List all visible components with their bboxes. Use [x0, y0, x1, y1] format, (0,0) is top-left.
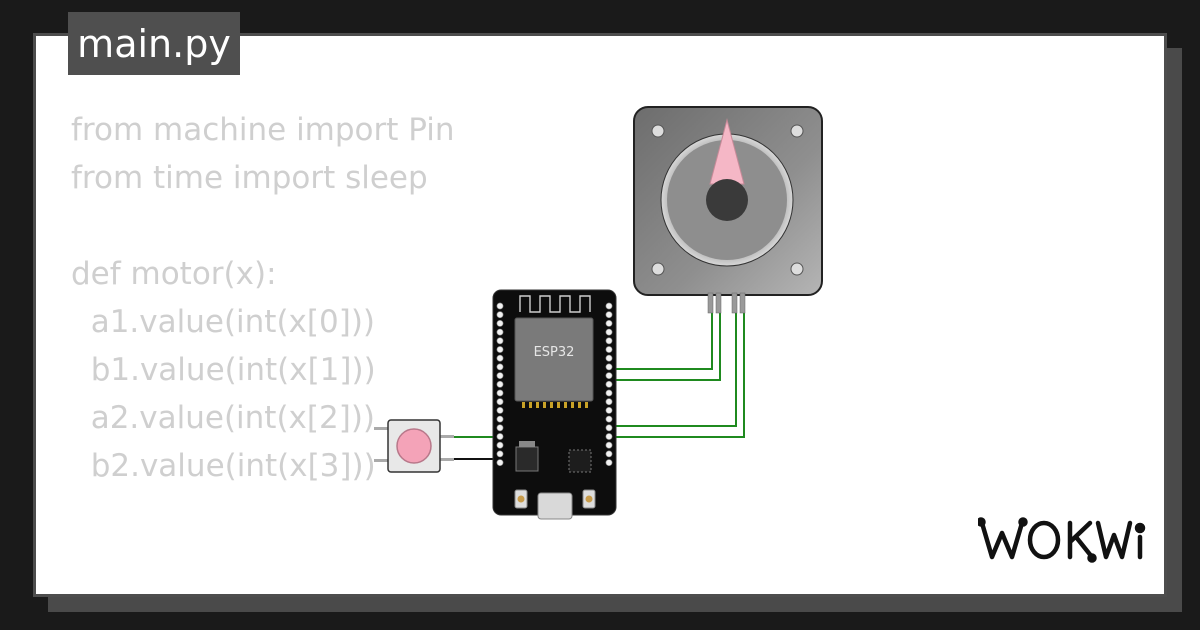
header-pin[interactable] [496, 433, 504, 440]
header-pin[interactable] [605, 337, 613, 345]
motor-shaft [706, 179, 748, 221]
header-pin[interactable] [496, 450, 504, 458]
header-pin[interactable] [496, 406, 504, 414]
file-tab-label: main.py [77, 21, 231, 66]
module-pins [522, 402, 588, 408]
header-pin[interactable] [496, 354, 504, 362]
push-button[interactable] [374, 419, 454, 473]
header-pin[interactable] [605, 424, 613, 432]
header-pin[interactable] [605, 450, 613, 458]
header-pin[interactable] [605, 354, 613, 362]
header-pin[interactable] [605, 415, 613, 423]
project-preview-card: from machine import Pin from time import… [33, 33, 1167, 597]
code-line[interactable]: from machine import Pin [71, 112, 455, 148]
header-pin[interactable] [605, 389, 613, 397]
code-line[interactable]: a1=Pin(19,Pin.OUT) [71, 586, 455, 594]
chip-label: ESP32 [534, 345, 575, 360]
header-pin[interactable] [605, 311, 613, 319]
header-pin[interactable] [496, 337, 504, 345]
header-pin[interactable] [496, 372, 504, 379]
wires[interactable] [450, 296, 745, 460]
left-pin-header[interactable] [496, 302, 504, 466]
header-pin[interactable] [496, 346, 504, 353]
header-pin[interactable] [605, 302, 613, 310]
header-pin[interactable] [496, 328, 504, 336]
wire-a2 [610, 296, 737, 427]
wire-b1 [610, 296, 721, 381]
code-line[interactable]: b1.value(int(x[1])) [71, 352, 376, 388]
code-line[interactable]: b2.value(int(x[3])) [71, 448, 376, 484]
header-pin[interactable] [605, 328, 613, 336]
file-tab[interactable]: main.py [68, 12, 240, 75]
header-pin[interactable] [605, 372, 613, 379]
mount-hole [651, 124, 665, 138]
header-pin[interactable] [496, 415, 504, 423]
header-pin[interactable] [605, 346, 613, 353]
antenna-trace [519, 295, 591, 313]
wire-b2 [610, 296, 745, 438]
circuit-diagram[interactable]: ESP32 [36, 36, 1164, 594]
code-line[interactable]: from time import sleep [71, 160, 428, 196]
header-pin[interactable] [605, 363, 613, 371]
header-pin[interactable] [605, 406, 613, 414]
header-pin[interactable] [605, 398, 613, 406]
header-pin[interactable] [605, 433, 613, 440]
mount-hole [790, 124, 804, 138]
code-line[interactable]: a2.value(int(x[2])) [71, 400, 376, 436]
header-pin[interactable] [496, 424, 504, 432]
stepper-motor[interactable] [633, 106, 823, 314]
mount-hole [790, 262, 804, 276]
header-pin[interactable] [605, 319, 613, 327]
right-pin-header[interactable] [605, 302, 613, 466]
button-cap [396, 428, 432, 464]
header-pin[interactable] [496, 311, 504, 319]
header-pin[interactable] [605, 441, 613, 449]
esp32-board[interactable]: ESP32 [492, 289, 617, 520]
header-pin[interactable] [496, 363, 504, 371]
header-pin[interactable] [496, 398, 504, 406]
header-pin[interactable] [496, 302, 504, 310]
wokwi-logo [976, 517, 1146, 576]
usb-port [537, 492, 573, 520]
header-pin[interactable] [496, 380, 504, 388]
mount-hole [651, 262, 665, 276]
code-line[interactable]: a1.value(int(x[0])) [71, 304, 376, 340]
header-pin[interactable] [605, 459, 613, 466]
header-pin[interactable] [496, 441, 504, 449]
header-pin[interactable] [496, 459, 504, 466]
code-editor[interactable]: from machine import Pin from time import… [71, 106, 455, 594]
wire-a1 [610, 296, 713, 370]
header-pin[interactable] [496, 389, 504, 397]
code-line[interactable]: def motor(x): [71, 256, 277, 292]
header-pin[interactable] [496, 319, 504, 327]
header-pin[interactable] [605, 380, 613, 388]
